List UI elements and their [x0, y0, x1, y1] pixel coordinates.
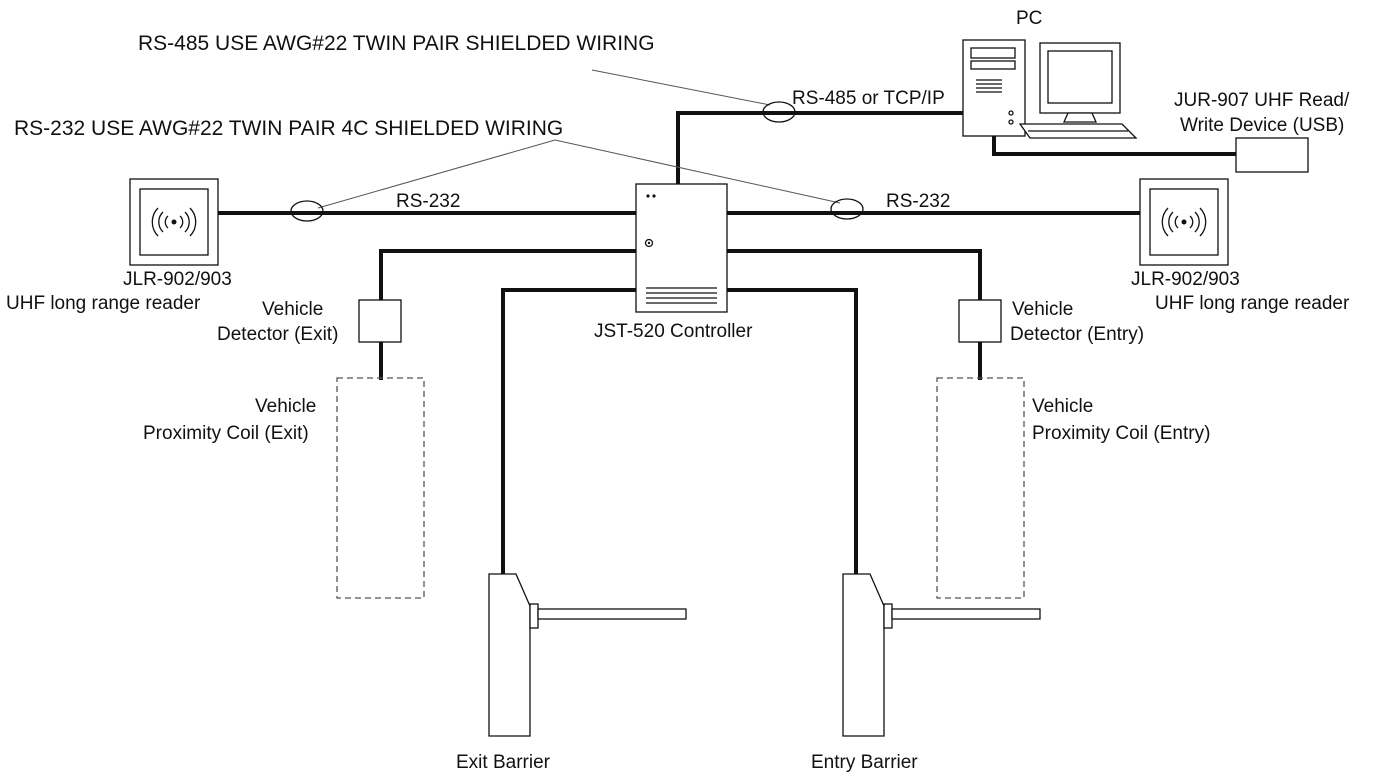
rs232-cable-marker-left	[290, 200, 324, 222]
reader-right-label-line1: JLR-902/903	[1131, 269, 1240, 290]
detector-exit-label-line2: Detector (Exit)	[217, 324, 338, 345]
boom-barrier-icon	[842, 573, 1041, 737]
usb-wire	[992, 134, 1238, 156]
rs485-link-label: RS-485 or TCP/IP	[792, 88, 945, 109]
rs232-right-label: RS-232	[886, 191, 950, 212]
rs232-cable-marker-right	[830, 198, 864, 220]
entry-barrier-housing	[842, 573, 885, 737]
proximity-coil-exit	[336, 377, 425, 599]
reader-left-label-line2: UHF long range reader	[6, 293, 201, 314]
coil-entry-label-line2: Proximity Coil (Entry)	[1032, 423, 1210, 444]
wiring	[216, 111, 1238, 576]
cable-annotations	[290, 69, 864, 222]
detector-exit-label-line1: Vehicle	[262, 299, 323, 320]
rs232-wiring-note: RS-232 USE AWG#22 TWIN PAIR 4C SHIELDED …	[14, 117, 563, 140]
exit-barrier-housing	[488, 573, 531, 737]
rfid-reader-icon	[129, 178, 219, 266]
boom-barrier-icon	[488, 573, 687, 737]
proximity-coil-entry	[936, 377, 1025, 599]
rfid-reader-icon	[1139, 178, 1229, 266]
rs485-wiring-note: RS-485 USE AWG#22 TWIN PAIR SHIELDED WIR…	[138, 32, 655, 55]
exit-detector-wire	[379, 249, 638, 302]
vehicle-detector-entry	[958, 299, 1002, 343]
usb-device-label-line1: JUR-907 UHF Read/	[1174, 90, 1350, 111]
pc-label: PC	[1016, 8, 1042, 29]
detector-entry-label-line1: Vehicle	[1012, 299, 1073, 320]
coil-exit-label-line2: Proximity Coil (Exit)	[143, 423, 309, 444]
entry-detector-wire	[725, 249, 982, 302]
controller-box-icon	[635, 183, 728, 313]
desktop-computer-icon	[962, 39, 1138, 139]
rs485-wire	[676, 111, 965, 186]
usb-device-label-line2: Write Device (USB)	[1180, 115, 1344, 136]
controller-label: JST-520 Controller	[594, 321, 753, 342]
exit-barrier-label: Exit Barrier	[456, 752, 551, 773]
vehicle-detector-exit	[358, 299, 402, 343]
coil-entry-label-line1: Vehicle	[1032, 396, 1093, 417]
rs485-cable-marker	[762, 101, 796, 123]
detector-entry-label-line2: Detector (Entry)	[1010, 324, 1144, 345]
entry-barrier-wire	[725, 288, 858, 576]
exit-barrier-wire	[501, 288, 638, 576]
coil-exit-label-line1: Vehicle	[255, 396, 316, 417]
usb-reader-icon	[1235, 137, 1309, 173]
exit-barrier-arm	[537, 608, 687, 620]
entry-barrier-label: Entry Barrier	[811, 752, 918, 773]
entry-barrier-arm	[891, 608, 1041, 620]
reader-left-label-line1: JLR-902/903	[123, 269, 232, 290]
reader-right-label-line2: UHF long range reader	[1155, 293, 1350, 314]
rs232-left-label: RS-232	[396, 191, 460, 212]
